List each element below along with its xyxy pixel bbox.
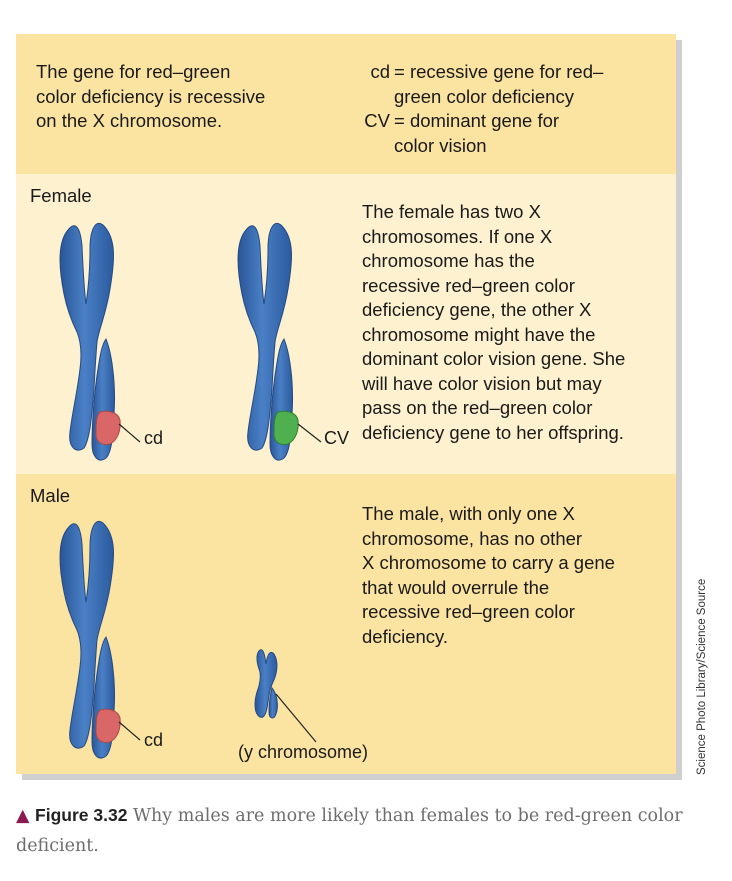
female-x-chromosome-cv (237, 222, 299, 461)
y-pointer-line (275, 693, 317, 743)
female-section (16, 174, 676, 474)
female-heading: Female (30, 185, 92, 206)
male-x-chromosome (59, 520, 121, 759)
dominant-gene-marker (273, 410, 299, 445)
recessive-gene-marker-male (95, 708, 121, 743)
cd-pointer-line-female (118, 423, 141, 443)
male-description: The male, with only one X chromosome, ha… (362, 503, 615, 647)
figure-caption: ▲ Figure 3.32 Why males are more likely … (16, 800, 696, 861)
cd-pointer-line-male (118, 721, 141, 741)
cv-pointer-line (297, 423, 322, 443)
recessive-gene-marker (95, 410, 121, 445)
caption-triangle-icon: ▲ (16, 806, 30, 826)
male-section (16, 474, 676, 774)
intro-text: The gene for red–green color deficiency … (36, 61, 266, 131)
male-cd-label: cd (144, 730, 164, 750)
female-description: The female has two X chromosomes. If one… (362, 201, 626, 443)
female-cv-label: CV (324, 428, 350, 448)
photo-credit: Science Photo Library/Science Source (696, 578, 708, 775)
intro-section (16, 34, 676, 174)
caption-text: Why males are more likely than females t… (16, 806, 683, 856)
key-cv-symbol: CV (364, 110, 390, 131)
chromosome-illustrations (59, 222, 322, 759)
female-x-chromosome-cd (59, 222, 121, 461)
caption-label: Figure 3.32 (35, 805, 128, 825)
figure-panel: The gene for red–green color deficiency … (16, 34, 676, 774)
key-cd-symbol: cd (370, 61, 390, 82)
key-cd-text: = recessive gene for red– green color de… (394, 61, 604, 107)
y-chromosome-label: (y chromosome) (238, 742, 369, 762)
male-heading: Male (30, 485, 71, 506)
key-cv-text: = dominant gene for color vision (394, 110, 560, 156)
female-cd-label: cd (144, 428, 164, 448)
y-chromosome (254, 649, 278, 719)
